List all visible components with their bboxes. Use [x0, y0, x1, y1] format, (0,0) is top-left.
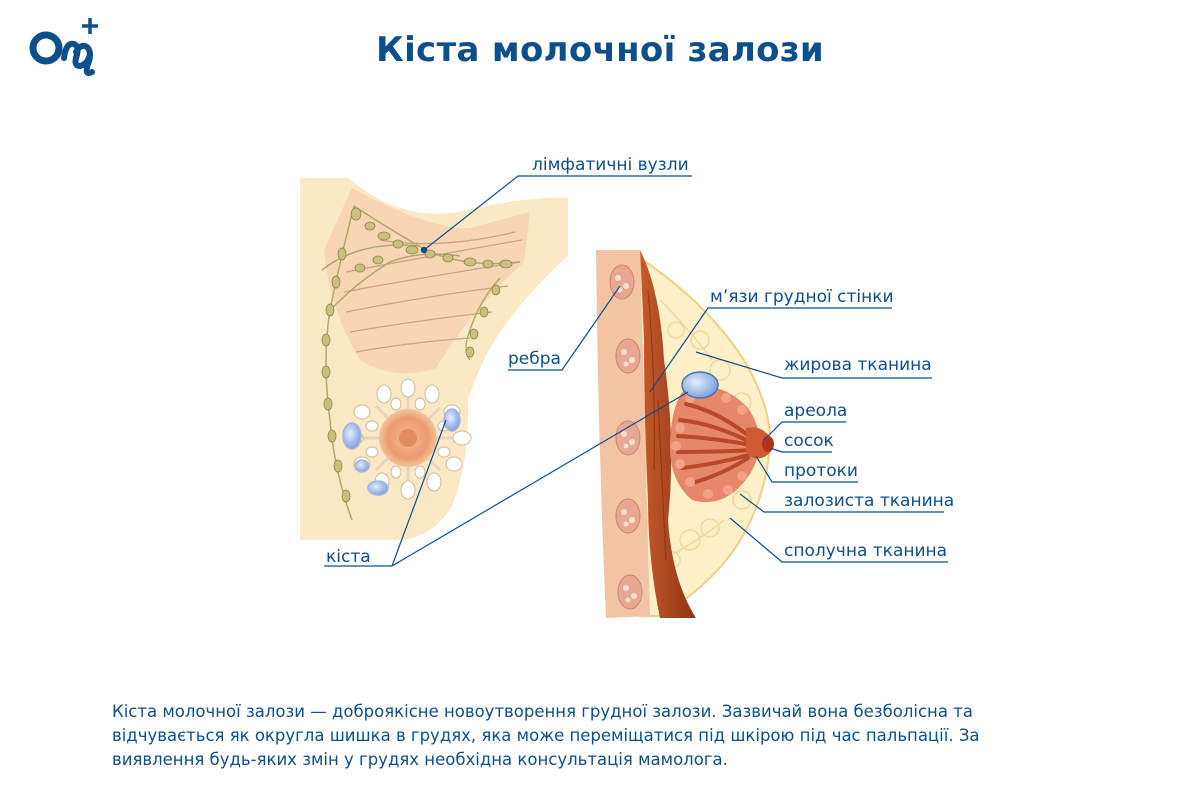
label-lymph-nodes: лімфатичні вузли — [532, 155, 689, 175]
chest-muscle — [640, 250, 696, 618]
breast-anatomy-diagram: лімфатичні вузли ребра м’язи грудної сті… — [300, 155, 954, 618]
label-areola: ареола — [784, 401, 847, 421]
side-nipple — [762, 436, 774, 452]
rib-cross-sections — [609, 264, 643, 610]
label-ribs: ребра — [508, 349, 561, 369]
label-glandular-tissue: залозиста тканина — [784, 491, 954, 511]
description-paragraph: Кіста молочної залози — доброякісне ново… — [112, 702, 980, 769]
label-chest-muscles: м’язи грудної стінки — [710, 287, 894, 307]
front-cysts — [342, 408, 461, 496]
leader-lines — [324, 175, 948, 567]
label-ducts: протоки — [784, 461, 858, 481]
brand-logo-icon — [29, 18, 98, 76]
front-nipple — [399, 429, 417, 447]
label-cyst: кіста — [326, 547, 371, 567]
front-view-breast — [300, 178, 568, 540]
cross-section-breast — [596, 250, 774, 618]
label-connective-tissue: сполучна тканина — [784, 541, 947, 561]
page-title: Кіста молочної залози — [375, 30, 825, 70]
label-fat-tissue: жирова тканина — [784, 355, 932, 375]
side-cyst — [681, 371, 719, 399]
label-nipple: сосок — [784, 431, 834, 451]
